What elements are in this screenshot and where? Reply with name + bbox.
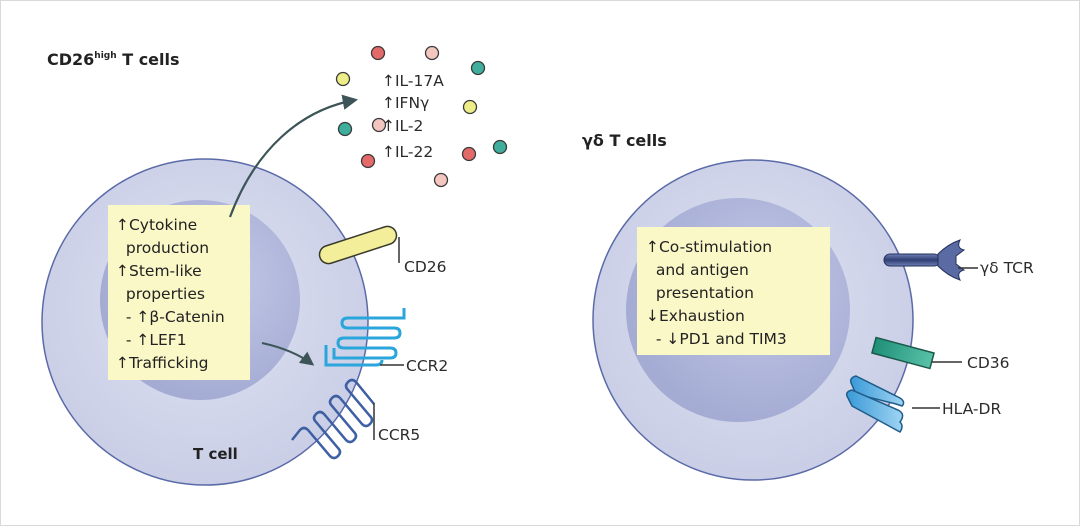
left-feature-box [108, 205, 250, 380]
cd26-label: CD26 [404, 258, 446, 276]
cytokine-label: ↑IL-17A [382, 72, 444, 90]
cytokine-label: ↑IL-2 [382, 117, 423, 135]
cytokine-label: ↑IFNγ [382, 94, 429, 112]
t-cell-label: T cell [193, 445, 238, 463]
ccr2-label: CCR2 [406, 357, 448, 375]
left-box-line: ↑Cytokine [116, 216, 197, 234]
cytokine-dot [492, 139, 508, 155]
secretion-arrow [228, 94, 359, 218]
cd36-receptor [871, 336, 962, 370]
cytokine-dot [360, 153, 376, 169]
cytokine-dot [424, 45, 440, 61]
gd-tcr-receptor [883, 239, 978, 281]
right-box-line: and antigen [646, 261, 749, 279]
cytokine-dot [370, 45, 386, 61]
left-box-text: ↑Cytokine production ↑Stem-like properti… [116, 216, 225, 372]
right-feature-box [637, 227, 830, 355]
left-box-line: - ↑LEF1 [116, 331, 187, 349]
right-title: γδ T cells [582, 131, 667, 150]
left-box-line: ↑Trafficking [116, 354, 209, 372]
cytokine-dot [461, 146, 477, 162]
right-box-line: ↓Exhaustion [646, 307, 745, 325]
cd26-receptor [318, 225, 400, 265]
trafficking-arrow [261, 342, 315, 366]
left-box-line: production [116, 239, 209, 257]
left-box-line: - ↑β-Catenin [116, 308, 225, 326]
ccr5-label: CCR5 [378, 426, 420, 444]
cytokine-dot [433, 172, 449, 188]
left-panel: CD26high T cells ↑Cytokine production ↑S… [41, 45, 508, 486]
ccr5-receptor [291, 378, 375, 460]
right-box-line: presentation [646, 284, 754, 302]
left-box-line: ↑Stem-like [116, 262, 202, 280]
right-panel: γδ T cells ↑Co-stimulation and antigen p… [582, 131, 1034, 481]
left-box-line: properties [116, 285, 205, 303]
right-box-line: - ↓PD1 and TIM3 [646, 330, 787, 348]
gd-tcr-label: γδ TCR [980, 259, 1034, 277]
ccr2-receptor [324, 308, 406, 367]
right-box-line: ↑Co-stimulation [646, 238, 772, 256]
hla-dr-receptor [845, 375, 940, 433]
cytokine-dot [462, 99, 478, 115]
cytokine-dot [470, 60, 486, 76]
hla-dr-label: HLA-DR [942, 400, 1001, 418]
cd36-label: CD36 [967, 354, 1009, 372]
cytokine-label: ↑IL-22 [382, 143, 433, 161]
cytokine-dot [335, 71, 351, 87]
cytokine-dot [337, 121, 353, 137]
left-title: CD26high T cells [47, 50, 180, 69]
right-box-text: ↑Co-stimulation and antigen presentation… [646, 238, 787, 348]
cytokine-dots [335, 45, 508, 188]
cytokine-dot [371, 117, 387, 133]
